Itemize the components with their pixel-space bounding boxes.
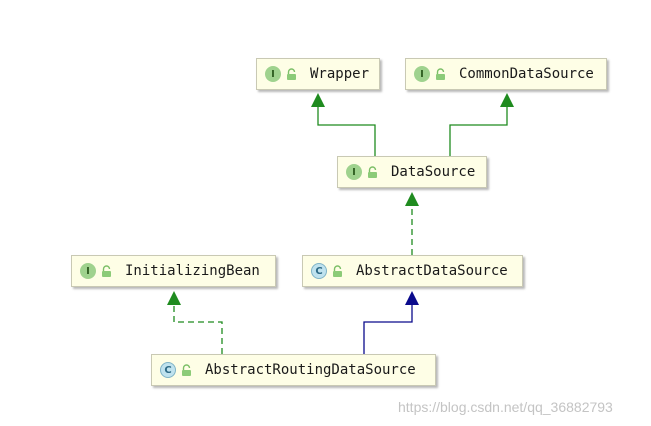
edge-datasource-commondatasource [449, 93, 514, 156]
edge-routing-initializingbean [167, 291, 223, 354]
edge-datasource-wrapper [311, 93, 376, 156]
node-label: AbstractDataSource [356, 263, 508, 279]
public-lock-icon [368, 165, 377, 178]
public-lock-icon [333, 264, 342, 277]
node-data-source[interactable]: I DataSource [337, 156, 487, 188]
interface-icon: I [80, 263, 96, 279]
public-lock-icon [436, 67, 445, 80]
node-label: CommonDataSource [459, 66, 594, 82]
interface-icon: I [265, 66, 281, 82]
class-icon: C [311, 263, 327, 279]
edge-routing-abstractdatasource [363, 291, 419, 354]
node-label: Wrapper [310, 66, 370, 82]
node-abstract-routing-data-source[interactable]: C AbstractRoutingDataSource [151, 354, 436, 386]
public-lock-icon [182, 363, 191, 376]
node-label: DataSource [391, 164, 476, 180]
node-initializing-bean[interactable]: I InitializingBean [71, 255, 276, 287]
public-lock-icon [287, 67, 296, 80]
watermark: https://blog.csdn.net/qq_36882793 [398, 399, 613, 415]
edge-abstractdatasource-datasource [405, 192, 419, 255]
class-icon: C [160, 362, 176, 378]
node-label: InitializingBean [125, 263, 260, 279]
interface-icon: I [346, 164, 362, 180]
node-abstract-data-source[interactable]: C AbstractDataSource [302, 255, 523, 287]
interface-icon: I [414, 66, 430, 82]
public-lock-icon [102, 264, 111, 277]
node-common-data-source[interactable]: I CommonDataSource [405, 58, 607, 90]
node-label: AbstractRoutingDataSource [205, 362, 416, 378]
node-wrapper[interactable]: I Wrapper [256, 58, 380, 90]
